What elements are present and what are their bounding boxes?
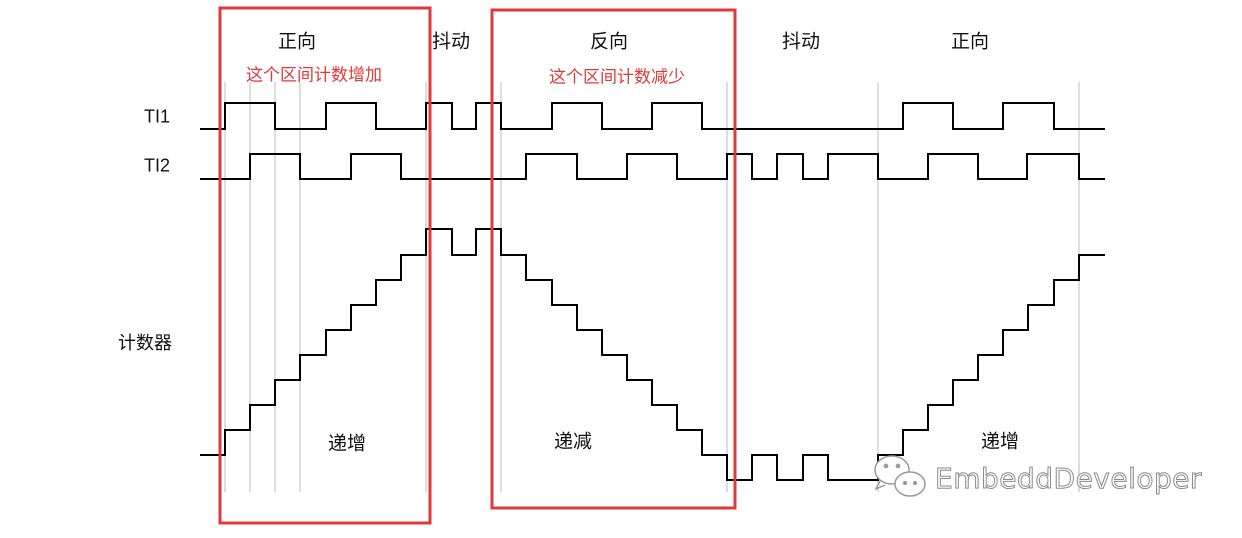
signal-label-ti2: TI2 (143, 155, 171, 176)
region-label-forward: 正向 (950, 30, 990, 53)
signal-label-counter: 计数器 (118, 333, 172, 354)
counter-waveform (200, 228, 1105, 481)
guide-lines (224, 82, 1080, 492)
counter-label-increment: 递增 (980, 430, 1020, 453)
counter-label-decrement: 递减 (553, 430, 593, 453)
watermark: EmbeddDeveloper (934, 462, 1203, 496)
region-label-reverse: 反向 (589, 30, 629, 53)
signal-label-ti1: TI1 (143, 106, 171, 127)
annotation-count-increase: 这个区间计数增加 (246, 65, 382, 86)
ti2-waveform (200, 153, 1105, 180)
counter-label-increment: 递增 (327, 432, 367, 455)
ti1-waveform (200, 102, 1105, 130)
annotation-count-decrease: 这个区间计数减少 (549, 67, 685, 88)
region-label-jitter: 抖动 (781, 30, 821, 53)
wechat-icon (874, 455, 926, 497)
region-label-jitter: 抖动 (431, 30, 471, 53)
region-label-forward: 正向 (277, 30, 317, 53)
forward-highlight-box (218, 6, 432, 525)
reverse-highlight-box (490, 8, 737, 510)
